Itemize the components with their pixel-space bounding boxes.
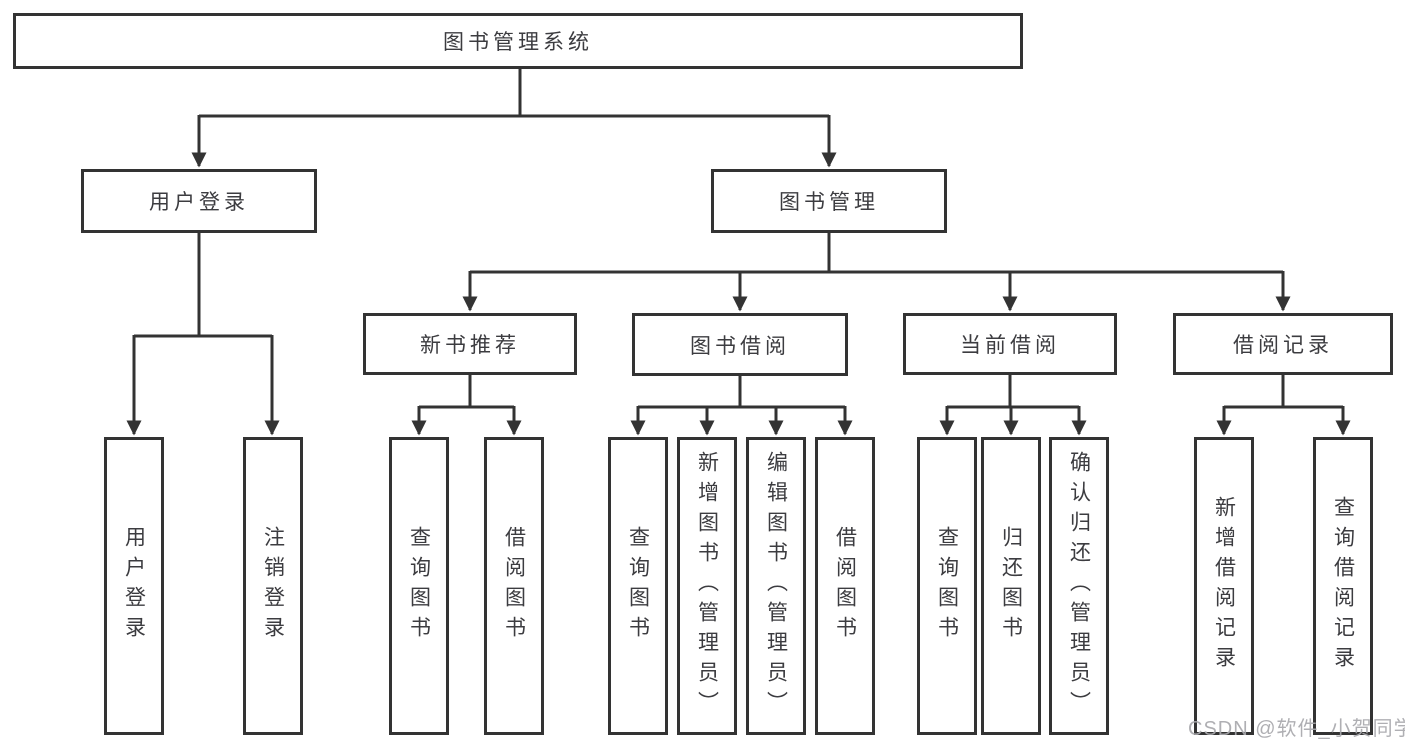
node-leaf-user-login: 用户登录 xyxy=(104,437,164,735)
node-label: 归还图书 xyxy=(999,526,1023,646)
node-leaf-query-book: 查询图书 xyxy=(608,437,668,735)
node-leaf-query-borrow-record: 查询借阅记录 xyxy=(1313,437,1373,735)
node-leaf-borrow-book: 借阅图书 xyxy=(815,437,875,735)
node-root-system: 图书管理系统 xyxy=(13,13,1023,69)
node-label: 用户登录 xyxy=(149,191,249,214)
node-label: 确认归还（管理员） xyxy=(1067,451,1091,721)
node-leaf-confirm-return-admin: 确认归还（管理员） xyxy=(1049,437,1109,735)
node-label: 当前借阅 xyxy=(960,334,1060,357)
node-leaf-query-book-recommend: 查询图书 xyxy=(389,437,449,735)
node-label: 借阅图书 xyxy=(502,526,526,646)
node-leaf-borrow-book-recommend: 借阅图书 xyxy=(484,437,544,735)
node-label: 查询图书 xyxy=(935,526,959,646)
node-book-management: 图书管理 xyxy=(711,169,947,233)
node-label: 查询图书 xyxy=(626,526,650,646)
node-label: 用户登录 xyxy=(122,526,146,646)
node-leaf-query-current: 查询图书 xyxy=(917,437,977,735)
node-label: 查询借阅记录 xyxy=(1331,496,1355,676)
node-label: 查询图书 xyxy=(407,526,431,646)
node-label: 图书管理系统 xyxy=(443,31,593,54)
node-leaf-add-book-admin: 新增图书（管理员） xyxy=(677,437,737,735)
node-leaf-add-borrow-record: 新增借阅记录 xyxy=(1194,437,1254,735)
node-label: 新增图书（管理员） xyxy=(695,451,719,721)
node-leaf-return-book: 归还图书 xyxy=(981,437,1041,735)
node-label: 注销登录 xyxy=(261,526,285,646)
node-label: 新增借阅记录 xyxy=(1212,496,1236,676)
node-book-borrow: 图书借阅 xyxy=(632,313,848,376)
node-label: 图书管理 xyxy=(779,191,879,214)
node-borrow-record: 借阅记录 xyxy=(1173,313,1393,375)
node-label: 借阅图书 xyxy=(833,526,857,646)
node-leaf-logout: 注销登录 xyxy=(243,437,303,735)
node-new-book-recommend: 新书推荐 xyxy=(363,313,577,375)
node-label: 借阅记录 xyxy=(1233,334,1333,357)
node-label: 编辑图书（管理员） xyxy=(764,451,788,721)
node-user-login: 用户登录 xyxy=(81,169,317,233)
node-leaf-edit-book-admin: 编辑图书（管理员） xyxy=(746,437,806,735)
node-label: 图书借阅 xyxy=(690,334,790,358)
node-label: 新书推荐 xyxy=(420,334,520,357)
node-current-borrow: 当前借阅 xyxy=(903,313,1117,375)
csdn-watermark: CSDN @软件_小贺同学 xyxy=(1188,718,1405,740)
